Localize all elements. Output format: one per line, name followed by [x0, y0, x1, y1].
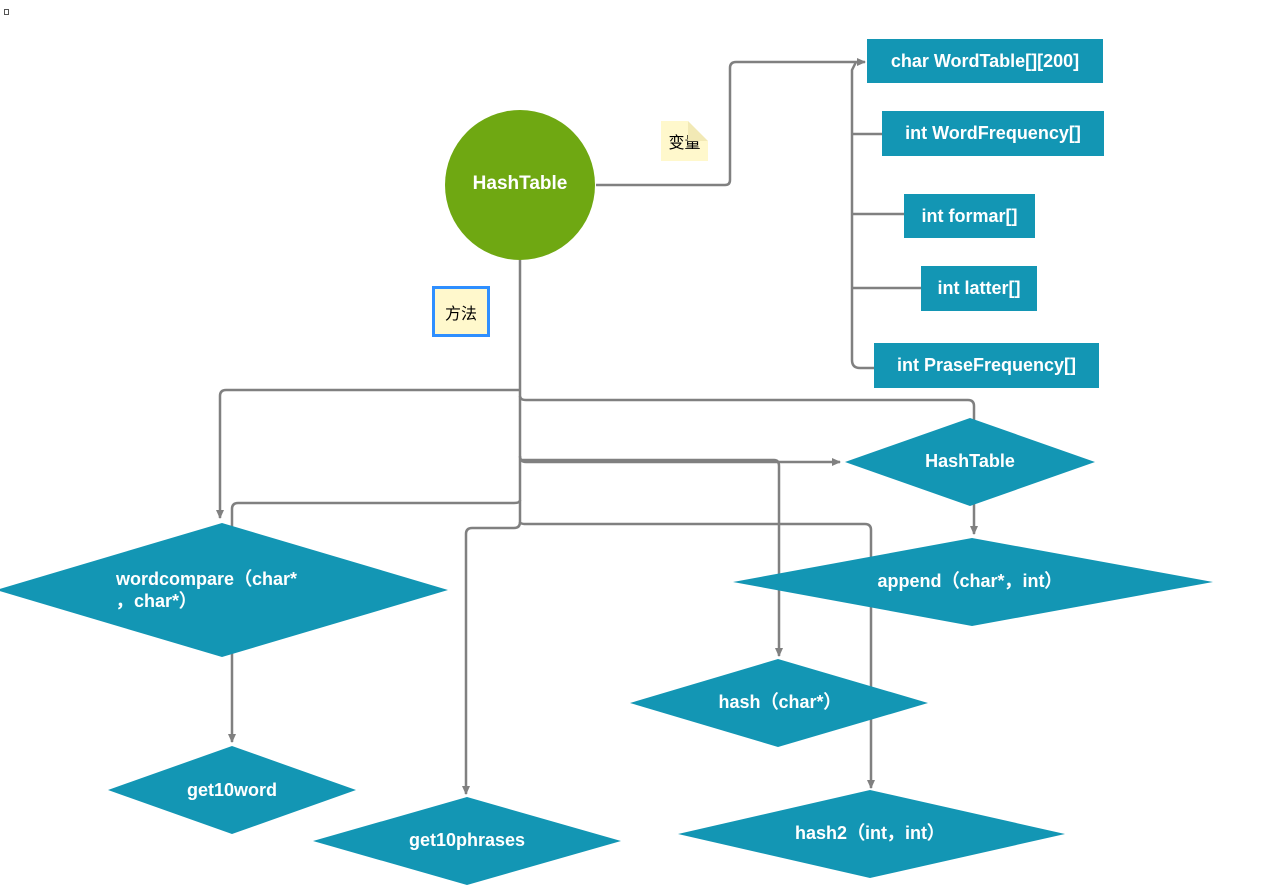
- method-get10phrases-label: get10phrases: [408, 830, 526, 850]
- connector-variables: [596, 58, 866, 187]
- diamond-hash2[interactable]: [678, 790, 1065, 878]
- diamond-hash[interactable]: [630, 659, 928, 747]
- method-constructor-label: HashTable: [925, 451, 1015, 471]
- root-class-circle[interactable]: [445, 110, 595, 260]
- diamond-get10word[interactable]: [108, 746, 356, 834]
- diamond-append[interactable]: [733, 538, 1213, 626]
- connector-get10phrases: [462, 521, 522, 795]
- variable-latter[interactable]: int latter[]: [921, 266, 1037, 311]
- variable-formar[interactable]: int formar[]: [904, 194, 1035, 238]
- note-fold-icon: [688, 121, 708, 141]
- connector-get10word: [228, 499, 522, 743]
- connector-wordcompare: [216, 388, 520, 519]
- method-hash-label: hash（char*）: [718, 692, 842, 712]
- variable-prasefrequency[interactable]: int PraseFrequency[]: [874, 343, 1099, 388]
- diamond-wordcompare[interactable]: [0, 523, 448, 657]
- diamond-get10phrases[interactable]: [313, 797, 621, 885]
- method-wordcompare-label-line2: ，char*）: [116, 591, 198, 611]
- note-variables[interactable]: 变量: [661, 121, 708, 161]
- note-methods-text: 方法: [444, 303, 477, 323]
- method-append-label: append（char*，int）: [877, 571, 1063, 591]
- note-methods[interactable]: 方法: [432, 286, 490, 337]
- variable-wordfrequency[interactable]: int WordFrequency[]: [882, 111, 1104, 156]
- page-marker-icon: [4, 9, 9, 15]
- method-wordcompare-label-line1: wordcompare（char*: [116, 569, 298, 589]
- connector-var-trunk: [850, 61, 874, 370]
- method-get10word-label: get10word: [186, 780, 278, 800]
- variable-wordtable[interactable]: char WordTable[][200]: [867, 39, 1103, 83]
- connector-hash2: [518, 521, 875, 789]
- connector-constructor: [518, 455, 841, 466]
- connector-append: [518, 395, 978, 535]
- method-hash2-label: hash2（int，int）: [794, 823, 945, 843]
- connector-hash: [522, 458, 783, 657]
- diamond-constructor[interactable]: [845, 418, 1095, 506]
- root-class-label: HashTable: [472, 173, 568, 194]
